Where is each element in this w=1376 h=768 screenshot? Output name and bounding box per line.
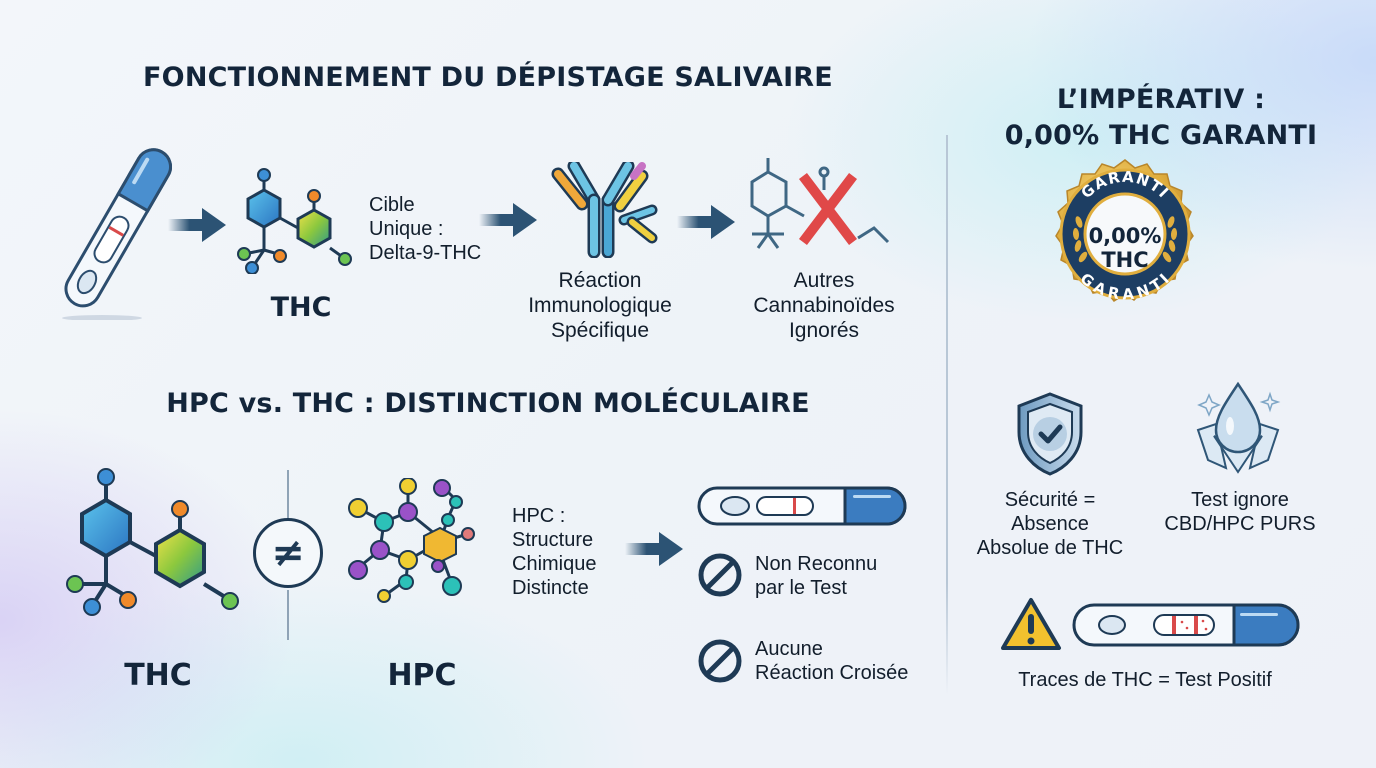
vertical-divider [946, 135, 948, 695]
thc-compare-label: THC [124, 658, 192, 693]
antibody-icon [548, 162, 660, 258]
thc-molecule-icon [232, 168, 360, 274]
shield-check-icon [1015, 392, 1085, 476]
arrow-icon [676, 205, 738, 239]
hpc-note: HPC : Structure Chimique Distincte [512, 505, 597, 599]
result-not-recognized: Non Reconnu par le Test [755, 553, 878, 599]
reaction-caption: Réaction Immunologique Spécifique [528, 269, 672, 342]
test-strip-negative-icon [697, 486, 907, 526]
prohibited-icon [697, 638, 743, 684]
not-equal-icon: ≠ [253, 518, 323, 588]
thc-molecule-large-icon [62, 466, 242, 616]
crossed-molecule-icon [748, 150, 900, 250]
guarantee-badge: GARANTI GARANTI 0,00% THC [1043, 150, 1207, 314]
compare-divider [287, 590, 289, 640]
thc-label: THC [270, 292, 332, 323]
hpc-compare-label: HPC [387, 658, 457, 693]
result-no-cross-reaction: Aucune Réaction Croisée [755, 638, 909, 684]
warning-icon [999, 596, 1063, 652]
crystal-drop-icon [1192, 380, 1284, 476]
badge-value: 0,00% THC [1088, 224, 1162, 272]
security-caption: Sécurité = Absence Absolue de THC [976, 489, 1124, 559]
hpc-molecule-icon [344, 478, 484, 618]
main-section-title: FONCTIONNEMENT DU DÉPISTAGE SALIVAIRE [143, 62, 833, 93]
target-caption: Cible Unique : Delta-9-THC [369, 194, 482, 264]
compare-divider [287, 470, 289, 520]
arrow-icon [624, 532, 686, 566]
saliva-test-icon [62, 140, 172, 320]
ignored-caption: Autres Cannabinoïdes Ignorés [753, 269, 895, 342]
test-strip-positive-icon [1072, 603, 1300, 647]
warning-caption: Traces de THC = Test Positif [1018, 669, 1272, 691]
test-ignores-caption: Test ignore CBD/HPC PURS [1164, 489, 1316, 535]
right-section-title: L’IMPÉRATIV : 0,00% THC GARANTI [1004, 84, 1318, 151]
arrow-icon [478, 203, 540, 237]
prohibited-icon [697, 552, 743, 598]
arrow-icon [168, 208, 228, 242]
compare-section-title: HPC vs. THC : DISTINCTION MOLÉCULAIRE [166, 388, 810, 419]
